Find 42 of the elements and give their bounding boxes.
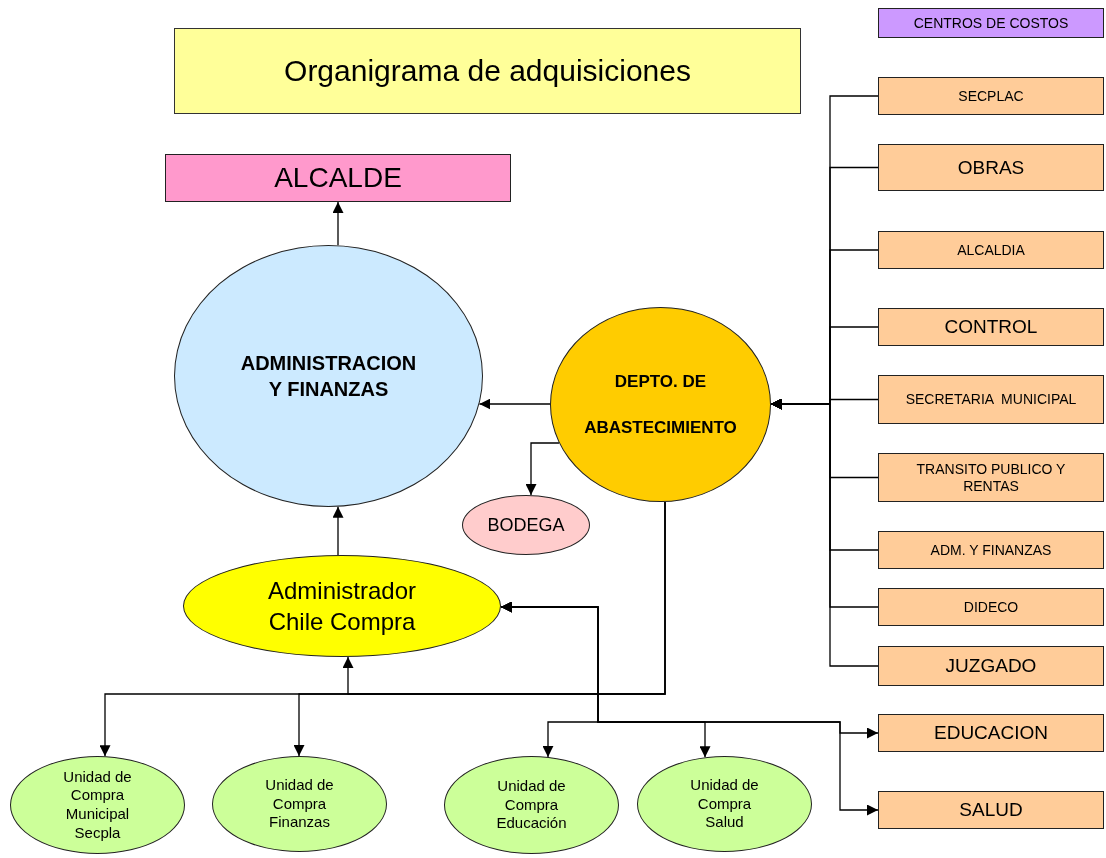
process-box [878,77,1104,115]
process-box [878,588,1104,626]
arrow [500,601,879,816]
process-box [878,308,1104,346]
node-label: CENTROS DE COSTOS [913,14,1069,32]
node-label: ADMINISTRACION Y FINANZAS [240,351,417,402]
process-box [878,791,1104,829]
node-label: ALCALDIA [957,241,1025,259]
process-box [878,375,1104,424]
node-label: Unidad de Compra Educación [495,776,568,834]
arrow [525,442,560,496]
node-label: SECPLAC [958,87,1024,105]
process-box [165,154,511,202]
node-label: DEPTO. DE ABASTECIMIENTO [583,370,738,439]
arrow [332,506,344,556]
arrow [293,501,666,757]
node-label: Administrador Chile Compra [266,575,418,637]
node-label: TRANSITO PUBLICO Y RENTAS [915,461,1067,494]
node-label: Unidad de Compra Finanzas [264,775,335,833]
process-box [878,531,1104,569]
process-box [878,231,1104,269]
arrow [332,201,344,246]
node-label: BODEGA [487,514,565,536]
node-label: ALCALDE [274,161,402,195]
node-label: ADM. Y FINANZAS [930,541,1052,559]
process-box [878,144,1104,191]
node-label: DIDECO [963,598,1019,616]
title: Organigrama de adquisiciones [284,54,691,88]
node-label: EDUCACION [934,722,1048,744]
process-box [878,714,1104,752]
node-label: SALUD [959,799,1023,821]
process-box [878,646,1104,686]
node-label: SECRETARIA MUNICIPAL [905,391,1077,408]
node-label: Unidad de Compra Salud [689,775,760,833]
node-label: OBRAS [957,156,1025,179]
node-label: Unidad de Compra Municipal Secpla [62,767,133,843]
process-box [878,8,1104,38]
node-label: JUZGADO [945,655,1037,677]
arrow [478,398,551,410]
process-box [878,453,1104,502]
arrow [770,398,879,667]
node-label: CONTROL [944,316,1038,338]
